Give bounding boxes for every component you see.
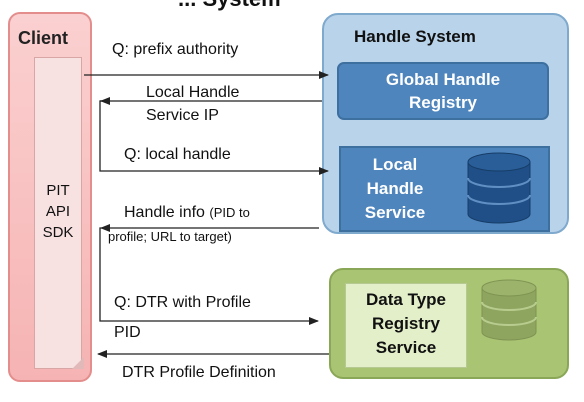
- local-service-line1: Local: [372, 155, 418, 174]
- client-stack-labels: PIT API SDK: [34, 180, 82, 243]
- dtr-line3: Service: [375, 338, 437, 357]
- dtr-inner-box: [345, 283, 467, 368]
- local-handle-service-label: Local Handle Service: [350, 153, 440, 225]
- label-q-local-handle: Q: local handle: [124, 146, 231, 163]
- dtr-line1: Data Type: [366, 290, 446, 309]
- local-service-line3: Service: [364, 203, 426, 222]
- client-label-sdk: SDK: [42, 224, 74, 241]
- label-q-dtr-2: PID: [114, 324, 141, 341]
- client-label-api: API: [45, 203, 71, 220]
- label-dtr-profile-definition: DTR Profile Definition: [122, 364, 276, 381]
- local-service-line2: Handle: [366, 179, 424, 198]
- global-handle-registry-label: Global Handle Registry: [337, 68, 549, 114]
- diagram-title: ... System: [178, 0, 281, 12]
- client-document-fold: [72, 357, 84, 369]
- label-handle-info-paren-1: (PID to: [209, 205, 250, 220]
- local-service-database-icon: [467, 152, 531, 224]
- label-q-dtr-1: Q: DTR with Profile: [114, 294, 251, 311]
- client-document: [34, 57, 82, 369]
- arrow-local-ip-and-query: [99, 100, 329, 175]
- client-title: Client: [18, 28, 69, 48]
- global-registry-line1: Global Handle: [385, 70, 501, 89]
- dtr-database-icon: [481, 279, 537, 341]
- dtr-label: Data Type Registry Service: [345, 288, 467, 360]
- label-q-prefix-authority: Q: prefix authority: [112, 41, 239, 58]
- arrow-handle-info-head: [100, 224, 110, 232]
- label-handle-info-main: Handle info: [124, 204, 205, 221]
- label-handle-info: Handle info (PID to: [124, 204, 250, 222]
- label-local-handle-ip-2: Service IP: [146, 107, 219, 124]
- label-local-handle-ip-1: Local Handle: [146, 84, 240, 101]
- arrow-handle-info-and-dtr-query: [99, 227, 319, 325]
- handle-system-title: Handle System: [354, 27, 476, 46]
- label-handle-info-paren-2: profile; URL to target): [108, 229, 232, 244]
- arrow-local-ip-head: [100, 97, 110, 105]
- client-label-pit: PIT: [46, 182, 70, 199]
- global-registry-line2: Registry: [408, 93, 478, 112]
- global-handle-registry-box: [337, 62, 549, 120]
- dtr-line2: Registry: [371, 314, 441, 333]
